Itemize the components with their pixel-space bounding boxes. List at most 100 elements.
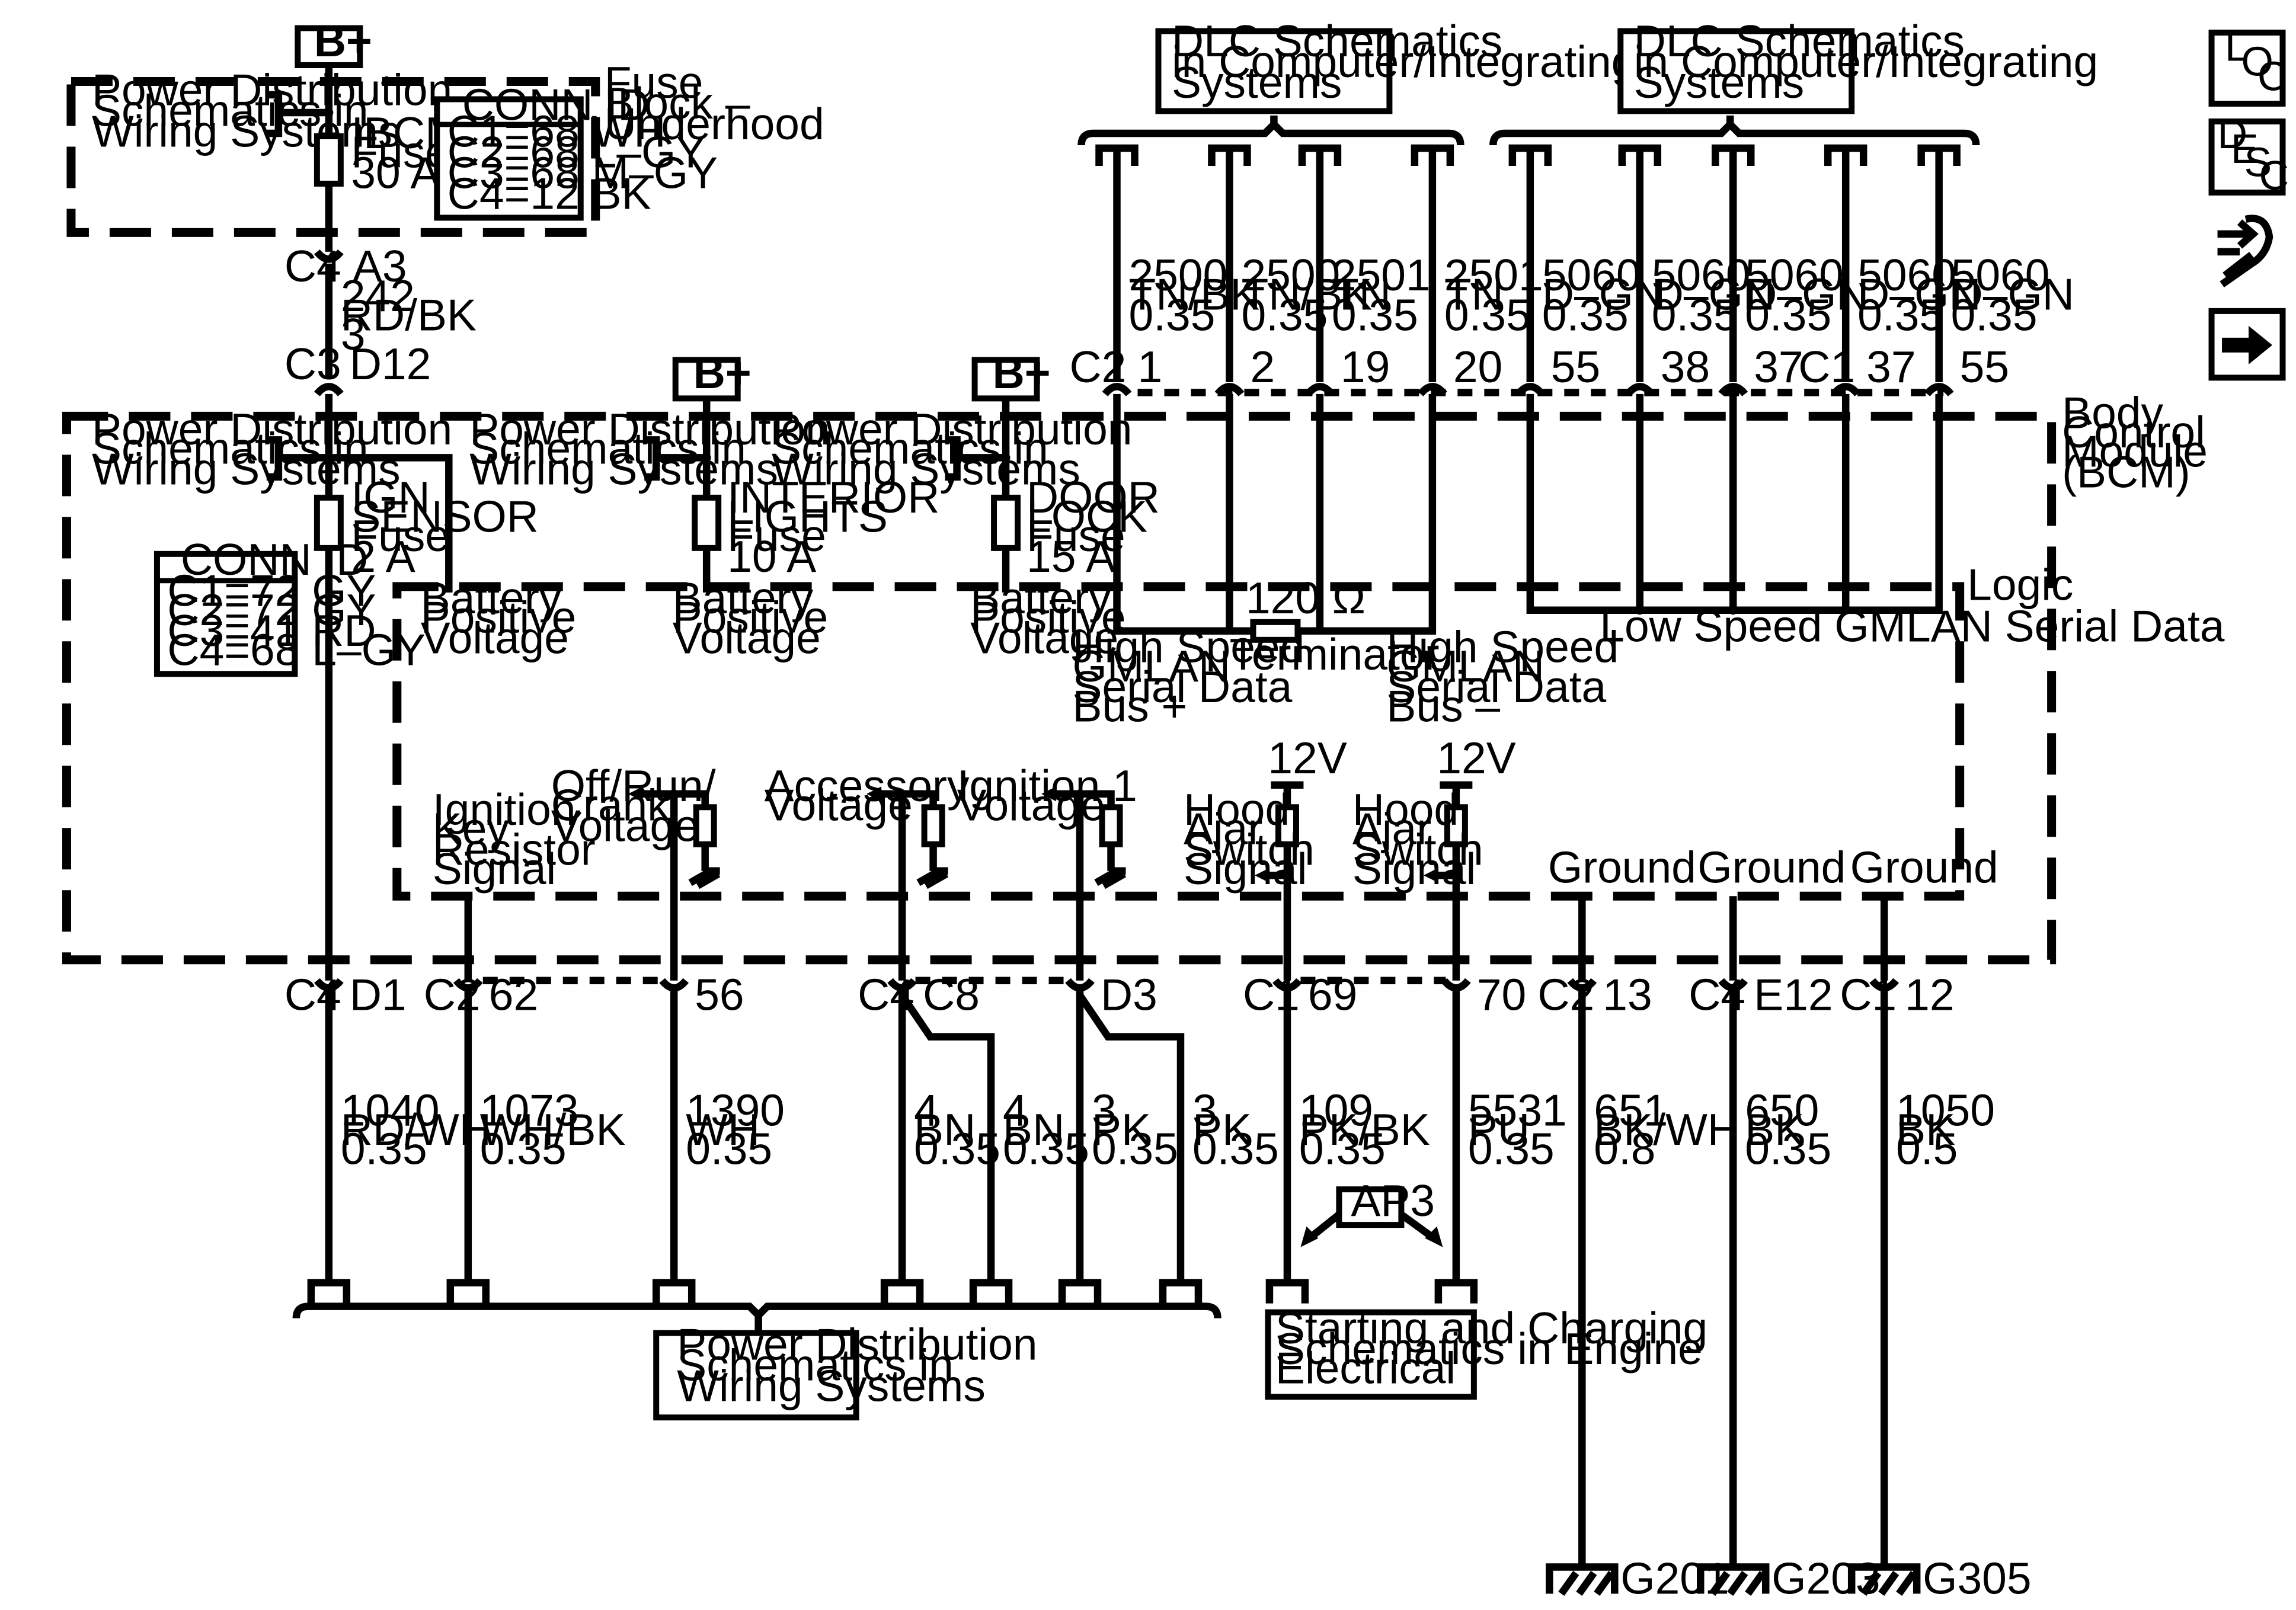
top-wires: 2500TN/BK0.351C22500TN/BK0.3522501TN0.35… [1070,144,2074,397]
pin-label: 1 [1138,342,1163,392]
bplus-label: B+ [693,348,752,398]
desc-letter-e: E [2231,126,2259,172]
pin-label: 13 [1603,970,1652,1020]
conn-row: C1=68 WH [447,106,666,156]
wire-color: BK [1745,1105,1804,1154]
pd-ref-line: Wiring Systems [92,444,401,494]
pin-label: 62 [489,970,538,1020]
accessory-signal: Accessory Voltage [765,761,970,981]
pd-ref-line: Power Distribution [772,404,1132,454]
hs-plus-label: Bus + [1073,681,1188,731]
dlc-ref-text: Systems [1172,57,1342,107]
ground-label: Ground [1548,843,1696,892]
fuse-name: INTERIOR [727,472,939,522]
pin-label: C8 [923,970,980,1020]
fuse-name: LIGHTS [727,491,888,541]
wire-gauge: 0.35 [1003,1124,1089,1174]
starting-charging-ref[interactable]: Starting and Charging Schematics in Engi… [1265,1303,1707,1400]
connector-label: C4 [1689,970,1745,1020]
wire-gauge: 0.35 [1745,1124,1831,1174]
wire-circuit: 5060 [1542,250,1641,300]
fuse-rating: 2 A [351,532,415,581]
terminal [652,1279,696,1304]
bottom-pd-ref[interactable]: Power Distribution Schematics in Wiring … [653,1320,1038,1421]
wire-circuit: 5060 [1745,250,1844,300]
ignition1-signal: Ignition 1 Voltage [957,761,1137,981]
wire-color: RD/BK [341,290,477,340]
dlc-ref-left[interactable]: DLC Schematics in Computer/Integrating S… [1155,16,1636,114]
pin-label: 69 [1308,970,1357,1020]
fuse-ign-sensor: Power Distribution Schematics in Wiring … [92,393,577,981]
pd-ref-line: Wiring Systems [469,444,778,494]
pd-ref-text: Schematics in [677,1340,954,1390]
hs-minus-label: Bus – [1386,681,1500,731]
connector-label: C2 [1537,970,1594,1020]
fuse-ibcm1-symbol [314,133,344,187]
wire-gauge: 0.35 [1857,290,1944,340]
pin-label: 12 [1905,970,1954,1020]
bcm-pin [1869,978,1900,992]
ls-gmlan-bus: Low Speed GMLAN Serial Data [1526,393,2225,651]
wire-color: BK [1896,1105,1955,1154]
conn-id-table-bcm: CONN ID C1=72 GY C2=72 GY C3=41 RD C4=68… [154,534,426,677]
signal-label: Ignition 1 [957,761,1137,811]
ground-label: Ground [1697,843,1846,892]
pin-label: A3 [353,241,407,291]
wire-circuit: 1040 [341,1086,440,1135]
fuse-name: DOOR [1027,472,1160,522]
signal-label: Hood [1352,785,1459,834]
bcm-pin [1441,978,1471,992]
bottom-wires: D1C41040RD/WH0.3562C21073WH/BK0.35561390… [284,970,1995,1570]
connector-label: C4 [284,241,341,291]
hand-wrench-icon[interactable] [2217,215,2273,288]
logic-label: Logic [1967,559,2073,609]
connector-label: C2 [424,970,481,1020]
dlc-ref-text: DLC Schematics [1634,16,1965,66]
wire-color: TN/BK [1241,269,1372,319]
nav-loc-button[interactable]: L O C [2208,23,2288,107]
signal-label: Switch [1184,825,1315,875]
bcm-pin [314,978,344,992]
wire-circuit: 1390 [686,1086,785,1135]
pd-ref-text: Wiring Systems [677,1361,986,1411]
pin-label: D12 [350,339,431,389]
dlc-ref-text: Systems [1634,57,1804,107]
arrow-right-icon[interactable] [2208,308,2286,381]
fuse-name: LOCK [1027,491,1147,541]
wire-color: TN/BK [1129,269,1260,319]
terminal [1058,1279,1102,1304]
terminator-resistor [1250,619,1301,643]
wire-color: PU [1468,1105,1530,1154]
terminal [1159,1279,1203,1304]
signal-label: Hood [1184,785,1290,834]
signal-label: Key [433,804,510,854]
wire-gauge: 0.35 [1241,290,1328,340]
dlc-brackets [1077,115,1980,146]
nav-desc-button[interactable]: D E S C [2208,111,2289,199]
bpv-label: Positive [421,592,577,642]
bcm-title: (BCM) [2062,447,2191,497]
fuse-name: IGN [351,472,430,522]
ground-label: G201 [1620,1554,1729,1603]
bcm-pin [1065,978,1095,992]
terminator-label: Terminator [1229,629,1439,679]
wire-gauge: 0.35 [341,1124,427,1174]
terminal [880,1279,924,1304]
pd-ref-line: Power Distribution [469,404,830,454]
wire-circuit: 2501 [1332,250,1431,300]
pin-label: 55 [1551,342,1600,392]
fuse-ibcm1-rating: 30 A [351,148,440,197]
fuse-name: Fuse [727,511,826,561]
dlc-ref-right[interactable]: DLC Schematics in Computer/Integrating S… [1617,16,2098,114]
terminal [969,1279,1013,1304]
pin-label: D1 [350,970,407,1020]
wire-color: D–GN [1652,269,1775,319]
pin-label: 56 [695,970,744,1020]
